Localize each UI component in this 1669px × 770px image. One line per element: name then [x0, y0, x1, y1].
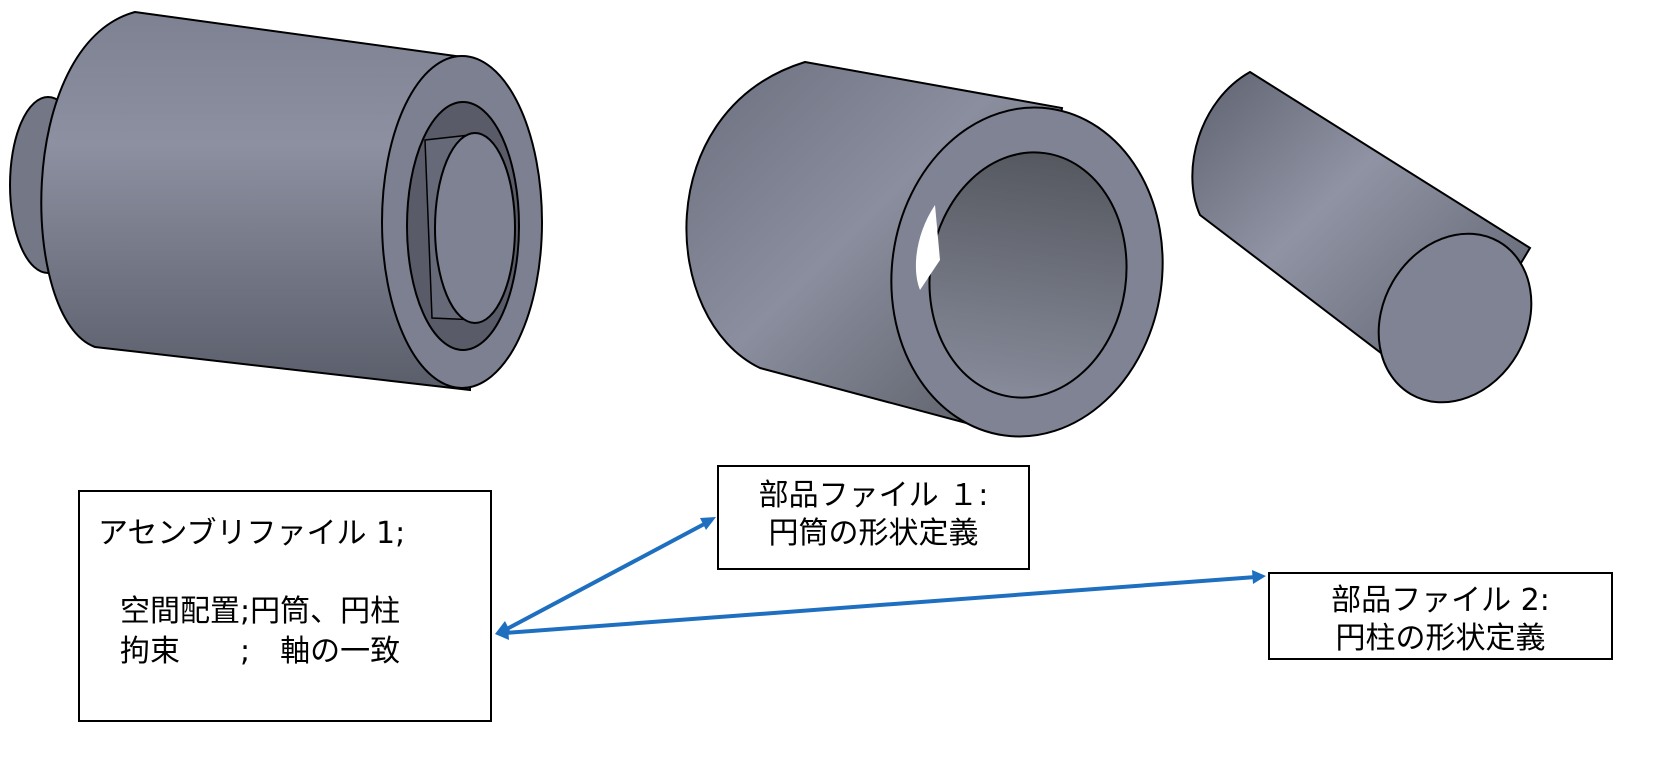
part1-shape-definition: 円筒の形状定義: [768, 516, 979, 551]
assembly-constraint-text: 拘束 ; 軸の一致: [120, 634, 401, 669]
connector-arrows: [495, 517, 1266, 640]
arrowhead-part1: [700, 517, 716, 530]
part2-model: [1191, 70, 1533, 404]
part2-file-box: 部品ファイル 2: 円柱の形状定義: [1268, 572, 1613, 660]
assembly-model: [9, 10, 543, 392]
arrow-assembly-part1: [504, 520, 709, 632]
assembly-rod-face: [434, 132, 516, 324]
part2-shape-definition: 円柱の形状定義: [1335, 621, 1546, 656]
arrow-assembly-part2: [504, 575, 1257, 635]
arrowhead-part2: [1252, 570, 1266, 584]
part2-front-face: [1377, 232, 1533, 404]
part1-model: [685, 60, 1164, 438]
assembly-placement-text: 空間配置;円筒、円柱: [120, 594, 401, 629]
part2-file-title: 部品ファイル 2:: [1331, 583, 1550, 618]
assembly-file-box: アセンブリファイル 1; 空間配置;円筒、円柱 拘束 ; 軸の一致: [78, 490, 492, 722]
assembly-file-title: アセンブリファイル 1;: [98, 516, 406, 551]
arrowhead-assembly-2: [495, 627, 509, 640]
part1-file-title: 部品ファイル １:: [758, 478, 989, 513]
assembly-tube-body: [40, 10, 471, 392]
part1-file-box: 部品ファイル １: 円筒の形状定義: [717, 465, 1030, 570]
